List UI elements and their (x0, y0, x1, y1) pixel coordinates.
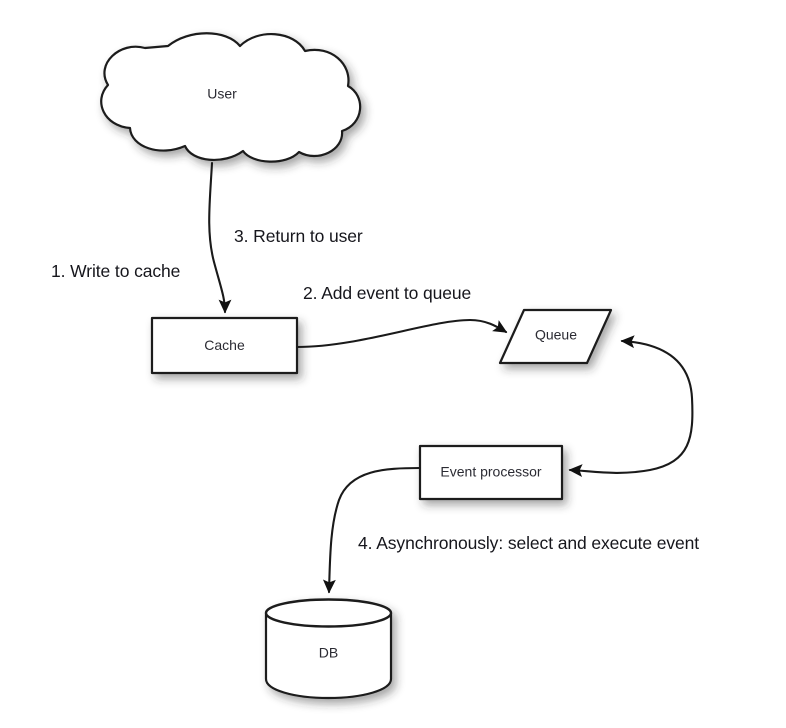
node-queue[interactable]: Queue (498, 308, 613, 365)
db-cylinder-shape (264, 598, 393, 700)
node-db[interactable]: DB (264, 598, 393, 700)
edge-user-to-cache[interactable] (208, 161, 232, 314)
node-cache-label: Cache (204, 337, 245, 353)
edge-label-add-event-to-queue: 2. Add event to queue (303, 283, 472, 303)
node-user-label: User (207, 86, 237, 102)
node-event-processor[interactable]: Event processor (418, 444, 564, 501)
node-cache[interactable]: Cache (150, 316, 299, 375)
cache-box-shape (150, 316, 299, 375)
edge-label-write-to-cache: 1. Write to cache (51, 261, 181, 281)
edge-queue-event-processor-loop[interactable] (568, 335, 694, 477)
event-processor-box-shape (418, 444, 564, 501)
node-queue-label: Queue (535, 327, 577, 343)
node-user[interactable]: User (100, 32, 362, 163)
edge-cache-to-queue[interactable] (295, 318, 508, 349)
edge-event-processor-to-db[interactable] (322, 466, 422, 594)
node-event-processor-label: Event processor (440, 464, 541, 480)
node-db-label: DB (319, 645, 338, 661)
edge-label-async-select-execute: 4. Asynchronously: select and execute ev… (358, 533, 700, 553)
edge-label-return-to-user: 3. Return to user (234, 226, 363, 246)
cloud-shape (100, 32, 362, 163)
